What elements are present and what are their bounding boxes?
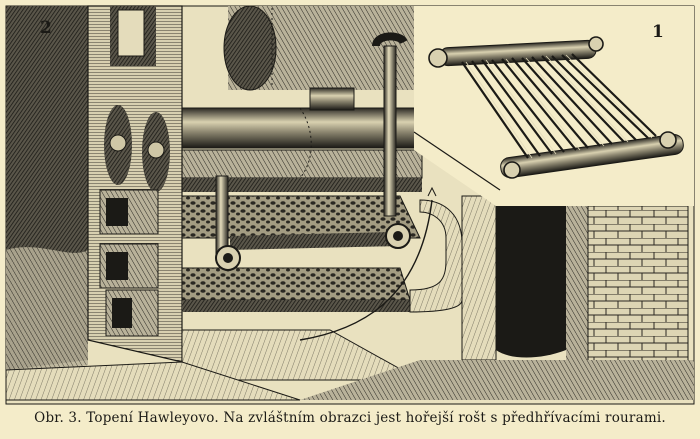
masonry-wall bbox=[300, 195, 694, 400]
curved-flue-duct bbox=[299, 186, 463, 341]
figure-caption: Obr. 3. Topení Hawleyovo. Na zvláštním o… bbox=[34, 410, 666, 426]
upper-grate bbox=[181, 195, 421, 250]
boiler-drum bbox=[223, 5, 414, 91]
boiler-front-plate bbox=[87, 5, 183, 363]
figure-label-inset: 1 bbox=[652, 22, 664, 42]
engraving-illustration: 2 1 bbox=[5, 5, 695, 405]
inset-grate-with-preheating-tubes bbox=[413, 6, 694, 206]
horizontal-flue-pipes bbox=[181, 87, 423, 192]
boiler-furnace-engraving bbox=[5, 5, 695, 405]
figure-label-main: 2 bbox=[40, 18, 52, 38]
vertical-pipes-with-valves bbox=[215, 32, 411, 271]
floor bbox=[5, 361, 301, 401]
